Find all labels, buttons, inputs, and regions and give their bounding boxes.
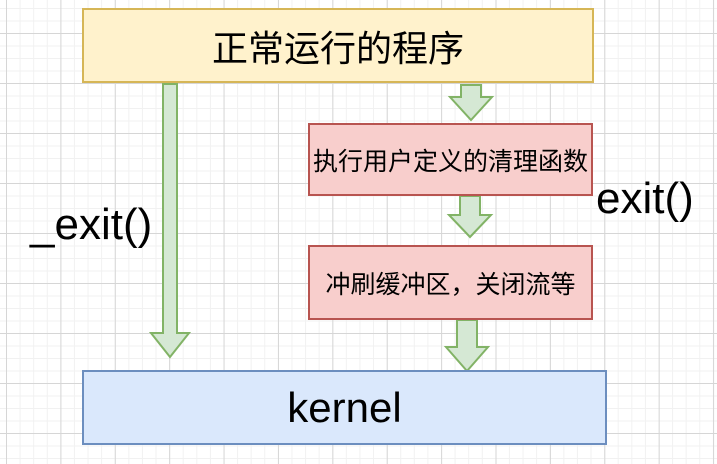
program-box: 正常运行的程序 [82,8,594,83]
down-arrow-underscore-exit [148,83,192,359]
down-arrow-exit-step-2 [446,195,494,239]
cleanup-handlers-box: 执行用户定义的清理函数 [308,123,593,196]
kernel-box-label: kernel [287,383,402,431]
program-box-label: 正常运行的程序 [211,27,464,69]
kernel-box: kernel [82,370,607,445]
down-arrow-exit-step-1 [447,84,495,122]
exit-label: exit() [596,174,694,223]
cleanup-handlers-box-label: 执行用户定义的清理函数 [312,147,588,176]
flush-buffers-box-label: 冲刷缓冲区，关闭流等 [325,270,576,299]
underscore-exit-label: _exit() [30,200,153,249]
flush-buffers-box: 冲刷缓冲区，关闭流等 [308,245,593,320]
down-arrow-exit-step-3 [443,319,491,373]
